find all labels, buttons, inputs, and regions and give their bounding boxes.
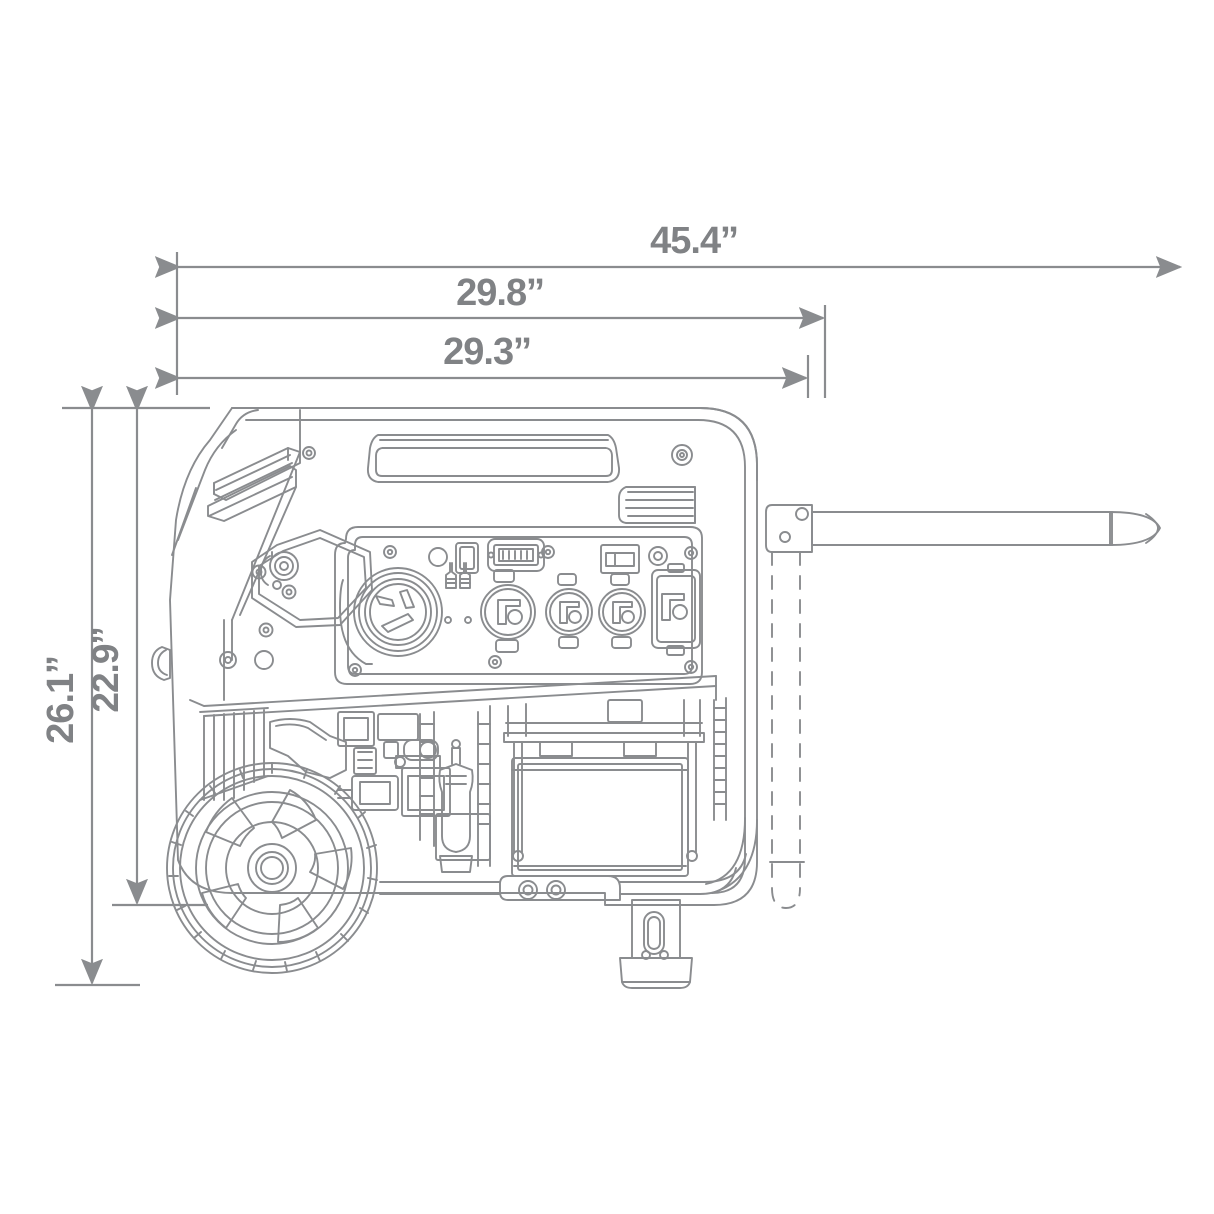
hour-meter: [487, 538, 545, 572]
support-foot: [619, 899, 693, 989]
dim-label-body-height: 22.9’’: [85, 627, 126, 712]
side-grip: [151, 646, 171, 681]
louver-vent: [207, 447, 301, 522]
twist-lock-outlet[interactable]: [339, 567, 443, 665]
wheel: [166, 762, 378, 974]
cooling-fins: [199, 707, 269, 801]
dim-label-body-length-lower: 29.3’’: [443, 331, 531, 373]
outlet-3[interactable]: [598, 573, 646, 649]
indicator-light: [428, 547, 448, 567]
engine-internals: [269, 705, 491, 873]
rocker-switch[interactable]: [455, 542, 479, 574]
wheel-spokes: [201, 789, 353, 943]
dim-label-overall-height: 26.1’’: [40, 656, 82, 744]
body-skirt: [189, 675, 717, 717]
dim-label-overall-length: 45.4’’: [650, 220, 738, 262]
left-panel-bolt: [219, 650, 274, 670]
top-cowl: [171, 407, 758, 556]
carry-handle: [366, 434, 620, 483]
choke-knob: [269, 551, 299, 581]
tow-handle[interactable]: [765, 504, 1161, 553]
fuel-cap-plate: [251, 529, 373, 638]
control-panel: [334, 526, 703, 685]
fuel-plate-bolt-1: [281, 584, 297, 600]
panel-knob[interactable]: [648, 546, 668, 566]
frame-corner-bottom-right: [705, 817, 758, 894]
battery-box: [499, 699, 705, 901]
tow-handle-stowed: [771, 551, 801, 909]
outlet-1[interactable]: [480, 569, 536, 653]
dim-label-body-length-upper: 29.8’’: [456, 272, 544, 314]
frame-bolt-top-right: [671, 444, 693, 466]
right-vent-column: [713, 697, 727, 821]
terminal-posts: [444, 562, 472, 624]
frame-bolt-nose: [302, 446, 316, 460]
side-vent: [618, 486, 696, 524]
outlet-4[interactable]: [651, 563, 701, 656]
wheel-tread: [168, 762, 378, 972]
fuel-plate-bolt-3: [251, 564, 267, 580]
breaker-switch[interactable]: [600, 544, 640, 574]
outlet-2[interactable]: [545, 573, 593, 649]
fuel-plate-bolt-2: [258, 622, 274, 638]
